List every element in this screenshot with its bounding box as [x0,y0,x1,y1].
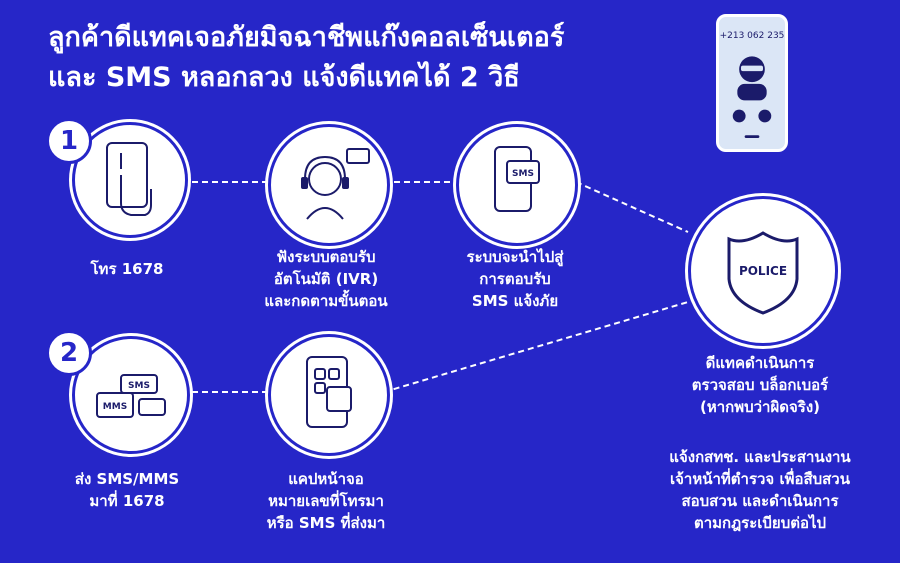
title-line-1: ลูกค้าดีแทคเจอภัยมิจฉาชีพแก๊งคอลเซ็นเตอร… [48,22,565,53]
police-result-line-3: (หากพบว่าผิดจริง) [699,398,821,416]
screenshot-label: แคปหน้าจอ หมายเลขที่โทรมา หรือ SMS ที่ส่… [236,468,416,534]
send-sms-line-1: ส่ง SMS/MMS [74,470,180,488]
police-result-label: ดีแทคดำเนินการ ตรวจสอบ บล็อกเบอร์ (หากพบ… [640,352,880,418]
call-1678-label: โทร 1678 [90,260,164,278]
sms-tag-2: SMS [128,381,150,391]
followup-line-3: สอบสวน และดำเนินการ [681,492,839,510]
followup-line-4: ตามกฎระเบียบต่อไป [693,514,827,532]
police-followup-label: แจ้งกสทช. และประสานงาน เจ้าหน้าที่ตำรวจ … [630,446,890,534]
police-shield-icon: POLICE [727,231,799,315]
sms-reply-label: ระบบจะนำไปสู่ การตอบรับ SMS แจ้งภัย [430,246,600,312]
ivr-step-circle [268,124,390,246]
ivr-label: ฟังระบบตอบรับ อัตโนมัติ (IVR) และกดตามขั… [236,246,416,312]
page-title: ลูกค้าดีแทคเจอภัยมิจฉาชีพแก๊งคอลเซ็นเตอร… [48,18,698,98]
police-result-line-1: ดีแทคดำเนินการ [705,354,815,372]
sms-mms-messages-icon: SMS MMS [96,374,166,418]
phone-screenshot-icon [306,356,352,428]
ivr-label-line-3: และกดตามขั้นตอน [264,292,388,310]
screenshot-line-2: หมายเลขที่โทรมา [268,492,384,510]
police-result-line-2: ตรวจสอบ บล็อกเบอร์ [691,376,829,394]
police-circle: POLICE [688,196,838,346]
phone-number: +213 062 235 [719,31,785,41]
screenshot-step-circle [268,334,390,456]
method-1-badge: 1 [46,118,92,164]
screenshot-line-3: หรือ SMS ที่ส่งมา [266,514,386,532]
sms-reply-line-1: ระบบจะนำไปสู่ [466,248,564,266]
mms-tag: MMS [103,402,127,412]
send-sms-line-2: มาที่ 1678 [89,492,165,510]
sms-reply-line-2: การตอบรับ [479,270,551,288]
followup-line-2: เจ้าหน้าที่ตำรวจ เพื่อสืบสวน [670,470,850,488]
title-line-2: และ SMS หลอกลวง แจ้งดีแทคได้ 2 วิธี [48,62,520,93]
sms-tag-1: SMS [512,169,534,179]
scam-call-phone-icon: +213 062 235 [716,14,788,152]
ivr-label-line-1: ฟังระบบตอบรับ [276,248,376,266]
ivr-label-line-2: อัตโนมัติ (IVR) [273,270,379,288]
sms-reply-line-3: SMS แจ้งภัย [471,292,559,310]
caller-silhouette-icon [732,56,772,138]
phone-tap-icon [106,142,152,216]
method-2-badge: 2 [46,330,92,376]
phone-sms-icon: SMS [494,146,540,212]
sms-reply-step-circle: SMS [456,124,578,246]
send-sms-mms-label: ส่ง SMS/MMS มาที่ 1678 [52,468,202,512]
screenshot-line-1: แคปหน้าจอ [288,470,364,488]
followup-line-1: แจ้งกสทช. และประสานงาน [669,448,851,466]
police-badge-text: POLICE [739,264,787,278]
headset-agent-icon [301,148,370,220]
